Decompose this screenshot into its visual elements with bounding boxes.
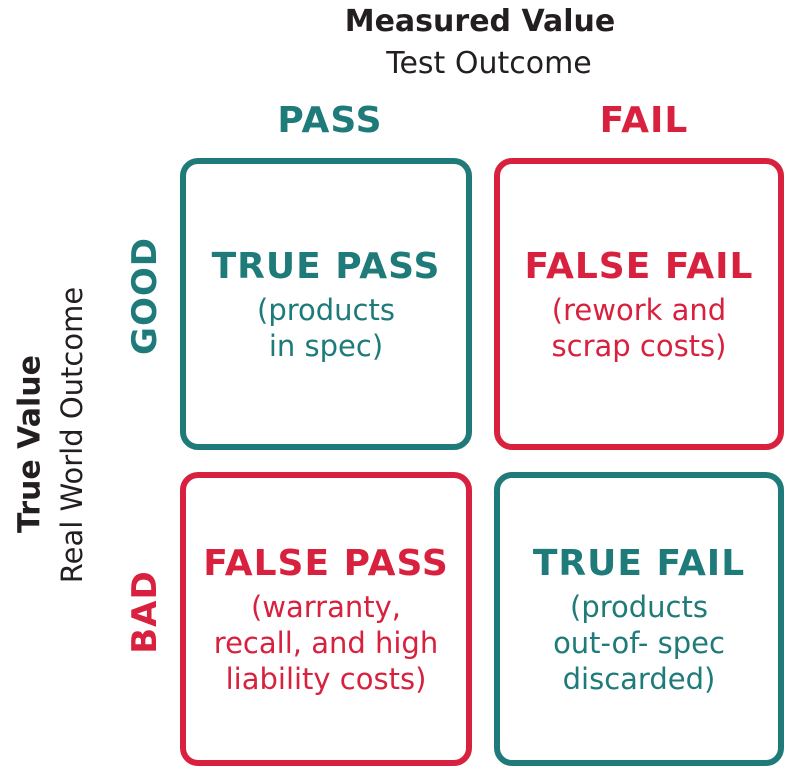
measured-value-title: Measured Value <box>344 4 616 39</box>
cell-description-line: liability costs) <box>225 662 427 696</box>
cell-description: (products in spec) <box>257 292 395 364</box>
column-header-fail: FAIL <box>599 100 689 141</box>
cell-title: TRUE PASS <box>211 246 441 287</box>
cell-title: TRUE FAIL <box>532 543 746 584</box>
cell-false-fail: FALSE FAIL (rework and scrap costs) <box>494 158 784 450</box>
row-header-good: GOOD <box>125 237 165 355</box>
cell-description-line: (rework and <box>551 293 727 327</box>
cell-true-fail: TRUE FAIL (products out-of- spec discard… <box>494 472 784 766</box>
test-outcome-subtitle: Test Outcome <box>386 46 592 81</box>
cell-description-line: scrap costs) <box>551 329 727 363</box>
cell-description: (products out-of- spec discarded) <box>553 589 725 697</box>
cell-title: FALSE PASS <box>203 543 449 584</box>
cell-description-line: discarded) <box>562 662 716 696</box>
cell-description-line: (warranty, <box>250 590 402 624</box>
cell-title: FALSE FAIL <box>524 246 754 287</box>
true-value-title: True Value <box>12 355 48 533</box>
cell-false-pass: FALSE PASS (warranty, recall, and high l… <box>180 472 472 766</box>
cell-description: (warranty, recall, and high liability co… <box>214 589 438 697</box>
real-world-outcome-subtitle: Real World Outcome <box>55 286 89 584</box>
cell-description-line: recall, and high <box>213 626 439 660</box>
cell-description-line: in spec) <box>268 329 384 363</box>
column-header-pass: PASS <box>277 100 383 141</box>
cell-description-line: (products <box>257 293 395 327</box>
cell-description-line: out-of- spec <box>553 626 725 660</box>
cell-description: (rework and scrap costs) <box>552 292 727 364</box>
cell-description-line: (products <box>570 590 708 624</box>
row-header-bad: BAD <box>125 570 165 654</box>
cell-true-pass: TRUE PASS (products in spec) <box>180 158 472 450</box>
